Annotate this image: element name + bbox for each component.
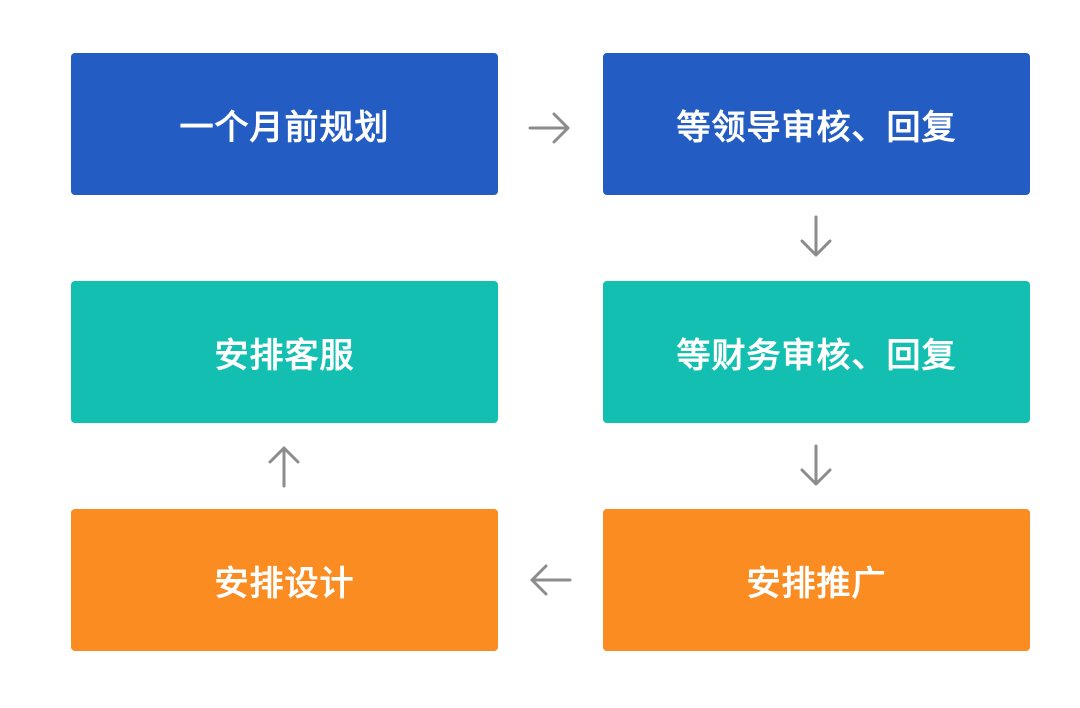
step-leader-review-label: 等领导审核、回复 [676,107,957,148]
arrow-right-icon [526,104,574,152]
arrow-left-icon-svg [530,564,572,596]
step-customer-service-label: 安排客服 [214,335,355,376]
step-customer-service: 安排客服 [71,281,498,423]
arrow-down-icon [792,213,840,261]
arrow-down-icon-svg [800,215,832,257]
arrow-down-icon-2 [792,442,840,490]
arrow-down-icon-svg-2 [800,444,832,486]
arrow-right-icon-svg [528,112,570,144]
step-design: 安排设计 [71,509,498,651]
step-design-label: 安排设计 [214,563,355,604]
arrow-left-icon [526,556,574,604]
step-promotion: 安排推广 [603,509,1030,651]
step-plan: 一个月前规划 [71,53,498,195]
step-leader-review: 等领导审核、回复 [603,53,1030,195]
step-finance-review-label: 等财务审核、回复 [676,335,957,376]
step-plan-label: 一个月前规划 [179,107,390,148]
arrow-up-icon-svg [268,446,300,488]
arrow-up-icon [260,442,308,490]
step-promotion-label: 安排推广 [746,563,887,604]
step-finance-review: 等财务审核、回复 [603,281,1030,423]
